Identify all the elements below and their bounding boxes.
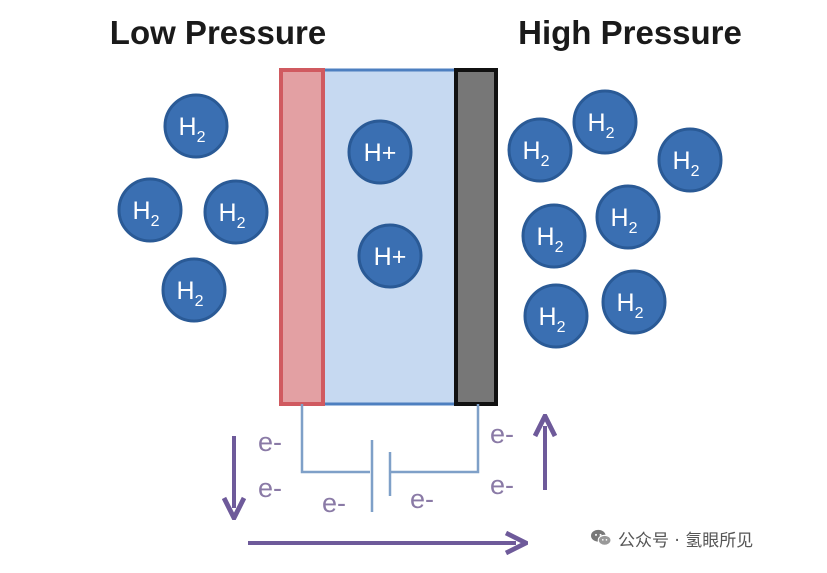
hydrogen-ion: H+ (357, 223, 423, 289)
svg-text:H2: H2 (588, 109, 615, 142)
svg-text:H+: H+ (364, 139, 397, 167)
electron-label: e- (410, 484, 434, 514)
svg-text:H2: H2 (539, 303, 566, 336)
anode-layer (279, 68, 325, 406)
electron-label: e- (490, 419, 514, 449)
svg-text:H2: H2 (219, 199, 246, 232)
cathode-layer (454, 68, 498, 406)
hydrogen-molecule: H2 (601, 269, 667, 335)
svg-text:H2: H2 (537, 223, 564, 256)
hydrogen-molecule: H2 (523, 283, 589, 349)
hydrogen-molecule: H2 (163, 93, 229, 159)
wechat-icon (591, 529, 612, 546)
svg-text:H2: H2 (611, 204, 638, 237)
hydrogen-molecule: H2 (507, 117, 573, 183)
low-pressure-label: Low Pressure (110, 14, 326, 51)
svg-text:H2: H2 (179, 113, 206, 146)
hydrogen-molecule: H2 (203, 179, 269, 245)
electron-label: e- (490, 470, 514, 500)
hydrogen-molecule: H2 (595, 184, 661, 250)
high-pressure-label: High Pressure (518, 14, 742, 51)
svg-text:H2: H2 (673, 147, 700, 180)
electron-label: e- (258, 473, 282, 503)
svg-text:H2: H2 (617, 289, 644, 322)
hydrogen-molecule: H2 (657, 127, 723, 193)
watermark-text: 公众号 · 氢眼所见 (618, 530, 754, 551)
electron-label: e- (258, 427, 282, 457)
hydrogen-molecule: H2 (161, 257, 227, 323)
hydrogen-molecule: H2 (572, 89, 638, 155)
hydrogen-molecule: H2 (521, 203, 587, 269)
hydrogen-ion: H+ (347, 119, 413, 185)
svg-text:H+: H+ (374, 243, 407, 271)
svg-text:H2: H2 (523, 137, 550, 170)
watermark: 公众号 · 氢眼所见 (590, 526, 754, 551)
electron-label: e- (322, 488, 346, 518)
hydrogen-molecule: H2 (117, 177, 183, 243)
svg-text:H2: H2 (133, 197, 160, 230)
external-circuit (300, 404, 480, 512)
svg-text:H2: H2 (177, 277, 204, 310)
